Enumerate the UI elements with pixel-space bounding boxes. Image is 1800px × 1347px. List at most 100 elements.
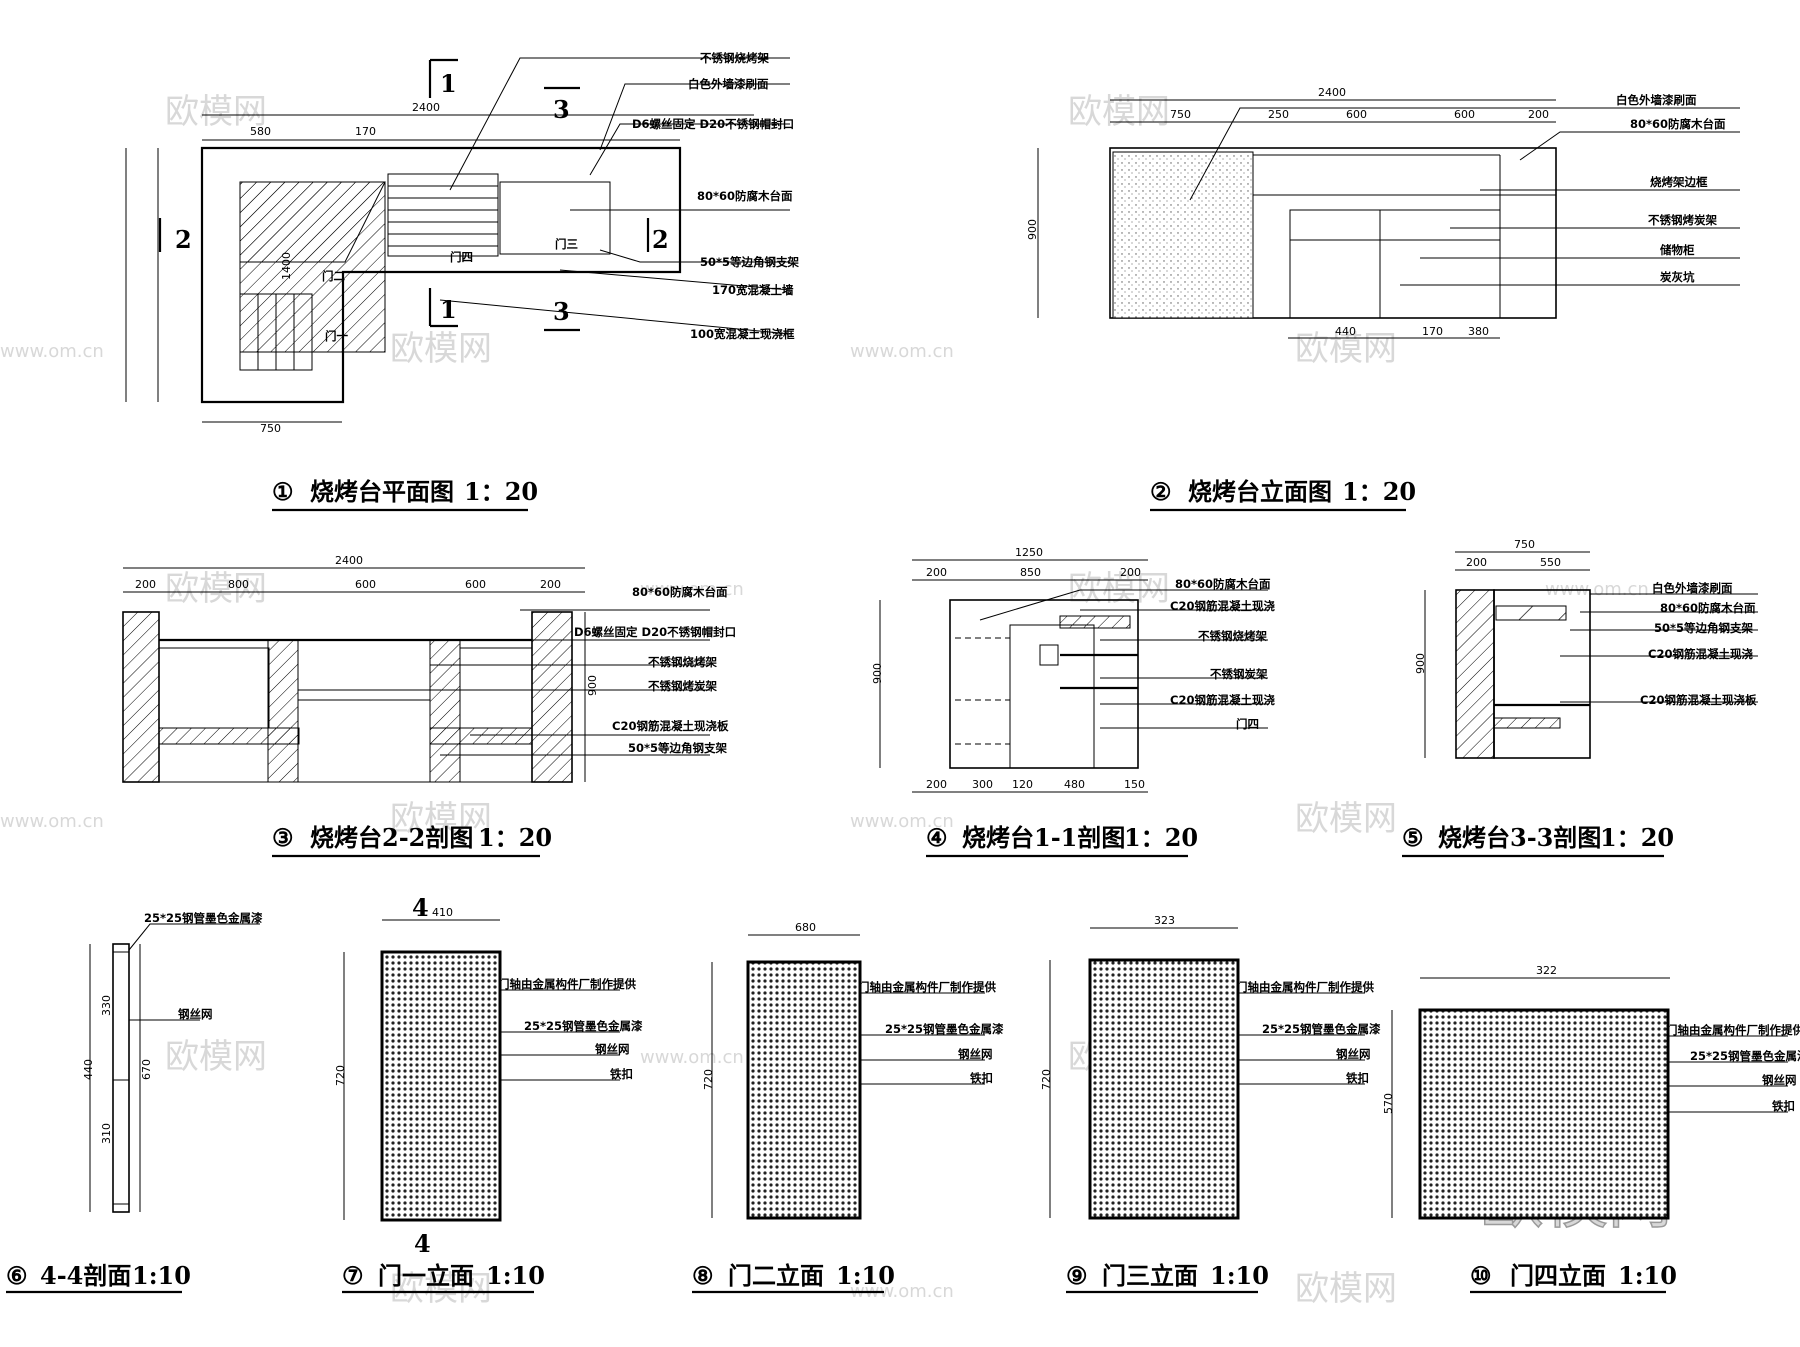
dim-900: 900: [1414, 653, 1427, 674]
watermark-url: www.om.cn: [0, 811, 104, 832]
note-hinge: 门轴由金属构件厂制作提供: [1666, 1023, 1800, 1037]
dim-300: 300: [972, 778, 993, 791]
dim-800: 800: [228, 578, 249, 591]
dim-750: 750: [260, 422, 281, 435]
note-c20-cast: C20钢筋混凝土现浇: [1648, 647, 1753, 661]
section-mark-4: 4: [412, 893, 429, 922]
drawing-door-2: 680 720 门轴由金属构件厂制作提供 25*25钢管墨色金属漆 钢丝网 铁扣: [702, 921, 1004, 1220]
note-bbq-rack: 不锈钢烧烤架: [648, 655, 717, 669]
drawing-door-3: 323 720 门轴由金属构件厂制作提供 25*25钢管墨色金属漆 钢丝网 铁扣: [1040, 914, 1381, 1220]
caption-title: 烧烤台2-2剖图: [310, 823, 473, 852]
caption-number: ⑧: [692, 1261, 714, 1290]
dim-720: 720: [334, 1065, 347, 1086]
watermark-url: www.om.cn: [850, 811, 954, 832]
caption-number: ①: [272, 477, 294, 506]
dim-2400: 2400: [335, 554, 363, 567]
note-angle-steel: 50*5等边角钢支架: [700, 255, 800, 269]
drawing-door-4: 322 570 门轴由金属构件厂制作提供 25*25钢管墨色金属漆 钢丝网 铁扣: [1382, 964, 1800, 1220]
watermark-logo: 欧模网: [165, 569, 267, 609]
dim-310: 680: [795, 921, 816, 934]
caption-title: 门三立面: [1102, 1261, 1198, 1290]
dim-200: 200: [926, 566, 947, 579]
note-buckle: 铁扣: [1346, 1071, 1369, 1085]
note-steel-tube: 25*25钢管墨色金属漆: [524, 1019, 643, 1033]
note-wood-top: 80*60防腐木台面: [697, 189, 793, 203]
dim-600: 600: [1346, 108, 1367, 121]
watermark-url: www.om.cn: [850, 1281, 954, 1302]
note-storage: 储物柜: [1660, 243, 1695, 257]
caption-door-4: ⑩ 门四立面 1:10: [1470, 1261, 1677, 1294]
watermark-logo: 欧模网: [1295, 1269, 1397, 1309]
note-wood-top: 80*60防腐木台面: [632, 585, 728, 599]
dim-120: 120: [1012, 778, 1033, 791]
dim-200: 200: [1120, 566, 1141, 579]
caption-number: ②: [1150, 477, 1172, 506]
note-hinge: 门轴由金属构件厂制作提供: [498, 977, 636, 991]
watermark-logo: 欧模网: [390, 799, 492, 839]
note-wire-mesh: 钢丝网: [595, 1042, 630, 1056]
dim-850: 850: [1020, 566, 1041, 579]
note-rack-frame: 烧烤架边框: [1650, 175, 1708, 189]
caption-scale: 1：20: [478, 823, 552, 852]
caption-title: 烧烤台平面图: [310, 477, 454, 506]
dim-200: 200: [1466, 556, 1487, 569]
caption-scale: 1:10: [1618, 1261, 1677, 1290]
dim-750: 750: [1514, 538, 1535, 551]
dim-380: 380: [1468, 325, 1489, 338]
dim-600: 600: [1454, 108, 1475, 121]
caption-scale: 1：20: [464, 477, 538, 506]
watermark-logo: 欧模网: [1295, 329, 1397, 369]
note-wood-top: 80*60防腐木台面: [1175, 577, 1271, 591]
dim-323: 330: [100, 995, 113, 1016]
caption-scale: 1:10: [486, 1261, 545, 1290]
note-wire-mesh: 钢丝网: [1762, 1073, 1797, 1087]
note-ash-pit: 炭灰坑: [1660, 270, 1695, 284]
caption-number: ⑩: [1470, 1261, 1492, 1290]
caption-title: 门一立面: [378, 1261, 474, 1290]
caption-number: ④: [926, 823, 948, 852]
caption-section-1-1: ④ 烧烤台1-1剖图 1：20: [926, 823, 1198, 858]
note-wall-170: 170宽混凝土墙: [712, 283, 794, 297]
note-charcoal-rack: 不锈钢烤炭架: [648, 679, 717, 693]
note-charcoal-rack-2: 不锈钢炭架: [1210, 667, 1268, 681]
watermark-logo: 欧模网: [390, 329, 492, 369]
note-wire-mesh: 钢丝网: [178, 1007, 213, 1021]
note-white-paint: 白色外墙漆刷面: [688, 77, 769, 91]
note-d6-bolt: D6螺丝固定 D20不锈钢帽封口: [574, 625, 736, 639]
dim-170: 170: [355, 125, 376, 138]
door-tag-4: 门四: [1236, 717, 1259, 731]
watermark-url: www.om.cn: [640, 1047, 744, 1068]
watermark-logo: 欧模网: [1068, 569, 1170, 609]
note-hinge: 门轴由金属构件厂制作提供: [858, 980, 996, 994]
dim-750: 750: [1170, 108, 1191, 121]
watermark-url: www.om.cn: [1545, 579, 1649, 600]
dim-720: 720: [1040, 1069, 1053, 1090]
caption-plan: ① 烧烤台平面图 1：20: [272, 477, 538, 512]
caption-scale: 1:10: [1210, 1261, 1269, 1290]
section-mark-4b: 4: [414, 1229, 431, 1258]
dim-480: 480: [1064, 778, 1085, 791]
caption-number: ⑥: [6, 1261, 28, 1290]
caption-section-4-4: ⑥ 4-4剖面 1:10: [6, 1261, 191, 1294]
watermark-logo: 欧模网: [1068, 92, 1170, 132]
drawing-plan: 2400 580 170 1400 750 门二 门一 门四 门三 1 1 3 …: [125, 51, 800, 435]
note-wire-mesh: 钢丝网: [1336, 1047, 1371, 1061]
dim-200: 200: [135, 578, 156, 591]
note-wire-mesh: 钢丝网: [958, 1047, 993, 1061]
note-c20-cast: C20钢筋混凝土现浇: [1170, 693, 1275, 707]
caption-scale: 1：20: [1124, 823, 1198, 852]
door-tag-4: 门四: [450, 250, 473, 264]
note-angle-steel: 50*5等边角钢支架: [1654, 621, 1754, 635]
dim-580: 580: [250, 125, 271, 138]
section-mark-2: 2: [175, 225, 192, 254]
watermark-url: www.om.cn: [850, 341, 954, 362]
watermark-logo: 欧模网: [390, 1269, 492, 1309]
caption-section-2-2: ③ 烧烤台2-2剖图 1：20: [272, 823, 552, 858]
caption-title: 烧烤台立面图: [1188, 477, 1332, 506]
dim-550: 550: [1540, 556, 1561, 569]
note-steel-tube: 25*25钢管墨色金属漆: [144, 911, 263, 925]
caption-number: ⑤: [1402, 823, 1424, 852]
section-mark-1: 1: [440, 69, 457, 98]
note-wood-top: 80*60防腐木台面: [1660, 601, 1756, 615]
dim-322: 310: [100, 1123, 113, 1144]
